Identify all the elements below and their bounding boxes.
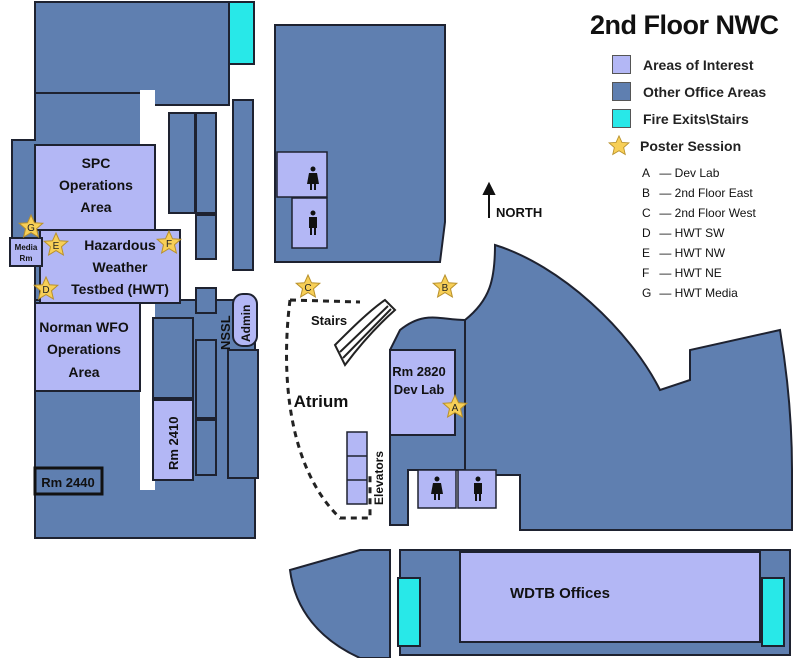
restroom-women-north (276, 151, 328, 198)
poster-item-a: A — Dev Lab (642, 166, 720, 180)
wdtb-label: WDTB Offices (510, 585, 610, 602)
stairs-icon (333, 298, 397, 367)
office-column-2 (195, 112, 217, 214)
women-restroom-icon (307, 166, 319, 190)
office-column-7 (195, 419, 217, 476)
swatch-office (612, 82, 631, 101)
fire-exit-south-west (397, 577, 421, 647)
swatch-exit (612, 109, 631, 128)
admin-room (232, 293, 258, 347)
svg-text:G: G (27, 223, 35, 234)
media-room (9, 237, 43, 267)
map-title: 2nd Floor NWC (590, 10, 779, 40)
nssl-label: NSSL (218, 315, 233, 350)
elevators-label: Elevators (372, 451, 386, 505)
office-column-1 (168, 112, 196, 214)
star-icon (608, 134, 630, 155)
wdtb-offices (459, 551, 761, 643)
legend-areas-of-interest: Areas of Interest (590, 51, 795, 78)
legend-poster-session: Poster Session (590, 132, 795, 159)
legend-label: Fire Exits\Stairs (643, 110, 749, 127)
rm-2440-label: Rm 2440 (41, 475, 94, 490)
svg-text:F: F (166, 239, 172, 250)
atrium-outline (285, 298, 372, 520)
legend-label: Other Office Areas (643, 83, 767, 100)
svg-text:D: D (42, 285, 49, 296)
poster-star-c[interactable]: C (295, 274, 321, 298)
svg-text:A: A (452, 403, 459, 414)
legend: 2nd Floor NWC Areas of Interest Other Of… (590, 10, 795, 303)
poster-star-f[interactable]: F (156, 230, 182, 254)
poster-item-e: E — HWT NW (642, 246, 726, 260)
rm-2410-label: Rm 2410 (166, 417, 181, 470)
office-column-4 (195, 287, 217, 314)
office-column-6 (195, 339, 217, 419)
poster-star-a[interactable]: A (442, 394, 468, 418)
svg-text:B: B (442, 283, 449, 294)
stairs-label: Stairs (311, 313, 347, 328)
office-column-8 (227, 349, 259, 479)
svg-text:E: E (53, 241, 60, 252)
poster-list: A — Dev Lab B — 2nd Floor East C — 2nd Flo… (642, 163, 795, 303)
rm-2410 (152, 399, 194, 481)
poster-item-b: B — 2nd Floor East (642, 186, 753, 200)
dev-lab (389, 349, 456, 436)
admin-label: Admin (239, 305, 253, 342)
svg-text:C: C (304, 283, 311, 294)
east-office-block (389, 243, 793, 531)
legend-label: Poster Session (640, 137, 742, 154)
legend-other-office-areas: Other Office Areas (590, 78, 795, 105)
men-restroom-icon (309, 210, 317, 235)
fire-exit-north (228, 1, 255, 65)
poster-star-g[interactable]: G (18, 214, 44, 238)
swatch-interest (612, 55, 631, 74)
poster-star-d[interactable]: D (33, 276, 59, 300)
poster-item-f: F — HWT NE (642, 266, 722, 280)
poster-star-b[interactable]: B (432, 274, 458, 298)
elevators-block (346, 431, 368, 505)
legend-fire-exits: Fire Exits\Stairs (590, 105, 795, 132)
poster-item-g: G — HWT Media (642, 286, 738, 300)
poster-item-c: C — 2nd Floor West (642, 206, 756, 220)
poster-stars: A B C D E F G (18, 214, 468, 418)
north-arrow-icon (482, 181, 496, 218)
poster-item-d: D — HWT SW (642, 226, 725, 240)
rm-2440-box (33, 466, 104, 496)
atrium-label: Atrium (294, 392, 349, 411)
office-column-5 (152, 317, 194, 399)
office-column-9 (232, 99, 254, 271)
poster-star-e[interactable]: E (43, 232, 69, 256)
fire-exit-south-east (761, 577, 785, 647)
north-label: NORTH (496, 205, 542, 220)
women-restroom-icon-south (431, 476, 443, 500)
wfo-operations-area (34, 302, 141, 392)
men-restroom-icon-south (474, 476, 482, 501)
legend-label: Areas of Interest (643, 56, 754, 73)
office-column-3 (195, 214, 217, 260)
spc-operations-area (34, 144, 156, 231)
